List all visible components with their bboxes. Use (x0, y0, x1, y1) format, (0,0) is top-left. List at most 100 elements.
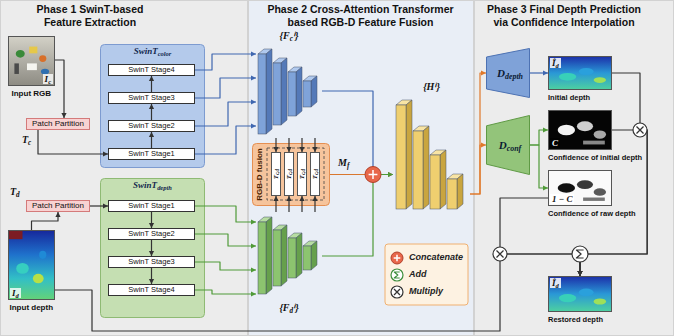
subscript: c (48, 78, 51, 85)
connector-line (195, 54, 256, 70)
slab-side (406, 100, 412, 209)
image-caption: Input depth (10, 303, 54, 313)
output-image: CConfidence of initial depth (548, 110, 612, 150)
connector (273, 138, 278, 152)
feature-pyramid: {Fdⁱ} (256, 212, 322, 300)
output-image: 1 − CConfidence of raw depth (548, 170, 612, 206)
mul-symbol (633, 123, 647, 137)
transformer-block: Tc,d (310, 152, 320, 196)
box-label: SwinT Stage2 (128, 229, 175, 239)
arrow-head (388, 172, 393, 177)
box-label: SwinT Stage2 (128, 121, 175, 131)
image-symbol: 1 − C (550, 194, 574, 204)
decoder-label: Dconf (499, 139, 521, 151)
subscript: c,d (289, 169, 294, 175)
connector (38, 130, 108, 157)
connector (149, 240, 154, 256)
subscript: depth (157, 184, 172, 191)
legend-symbol (390, 285, 404, 299)
block-label: Tc,d (272, 169, 280, 179)
slab-side (266, 49, 272, 134)
box-label: SwinT Stage4 (128, 285, 175, 295)
connector (195, 206, 256, 225)
connector-line (530, 145, 548, 188)
phase-panel: Phase 2 Cross-Attention Transformer base… (248, 0, 474, 336)
patch-partition-box: Patch Partition (26, 200, 90, 212)
slab-front (303, 246, 311, 270)
picture-part (579, 289, 594, 296)
subscript: c,d (302, 169, 307, 175)
image-symbol: Id (10, 288, 21, 298)
decoder-label: Ddepth (497, 67, 523, 79)
output-image: ÎdRestored depth (548, 276, 612, 312)
panel-title: SwinTcolor (100, 46, 205, 57)
slab-front (413, 131, 423, 209)
arrow-head (251, 291, 256, 296)
connector (470, 142, 486, 194)
connector-line (32, 212, 59, 230)
decoder-trapezoid: Ddepth (486, 48, 530, 98)
pyramid-drawing (256, 212, 322, 300)
slab-front (273, 63, 281, 125)
connector-line (322, 91, 393, 175)
connector-line (530, 130, 548, 145)
connector (312, 138, 317, 152)
output-image: ÎdInitial depth (548, 56, 612, 90)
input-image: IcInput RGB (8, 36, 55, 86)
slab-front (430, 155, 440, 209)
add-symbol (391, 269, 403, 281)
picture-part (594, 298, 606, 304)
subscript: c (290, 35, 293, 43)
block-label: Tc,d (285, 169, 293, 179)
encoder-panel: SwinTcolorSwinT Stage4SwinT Stage3SwinT … (100, 44, 205, 168)
connector-line (195, 102, 256, 126)
arrow-head (286, 196, 291, 201)
connector (195, 99, 256, 126)
add-symbol (572, 246, 588, 262)
arrow-head (251, 243, 256, 248)
box-label: Patch Partition (32, 119, 84, 129)
stage-box: SwinT Stage1 (108, 200, 195, 212)
connector-line (322, 175, 393, 257)
symbol-mark (637, 127, 644, 134)
arrow-head (299, 196, 304, 201)
symbol-circle (493, 247, 507, 261)
picture-part (9, 37, 54, 85)
picture-part (583, 198, 605, 201)
subscript: c,d (276, 169, 281, 175)
stage-box: SwinT Stage2 (108, 228, 195, 240)
symbol-circle (391, 252, 403, 264)
connector (322, 91, 393, 177)
connector (149, 104, 154, 120)
region-fill (101, 45, 205, 168)
slab-front (288, 238, 296, 278)
slab-side (457, 174, 463, 209)
slab-front (303, 81, 311, 107)
connector (195, 234, 256, 249)
connector (55, 254, 583, 331)
subscript: c,d (315, 169, 320, 175)
symbol-circle (365, 167, 381, 183)
image-symbol: Îd (550, 278, 561, 288)
symbol-circle (391, 269, 403, 281)
image-symbol: Ic (43, 74, 53, 84)
connector (195, 123, 256, 154)
picture-part (549, 277, 611, 311)
connector (55, 60, 67, 118)
arrow-head (251, 267, 256, 272)
arrow-head (149, 104, 154, 109)
picture-part (594, 188, 606, 195)
block-label: Tc,d (298, 169, 306, 179)
picture-part (39, 55, 46, 62)
stage-box: SwinT Stage2 (108, 120, 195, 132)
picture-part (549, 111, 611, 149)
transformer-block: Tc,d (271, 152, 281, 196)
connector (195, 51, 256, 70)
stage-box: SwinT Stage3 (108, 256, 195, 268)
feature-label: {Fdⁱ} (256, 302, 322, 314)
feature-label: {Fcⁱ} (256, 30, 322, 42)
symbol-mark (394, 272, 399, 278)
pyramid-drawing (256, 44, 322, 138)
